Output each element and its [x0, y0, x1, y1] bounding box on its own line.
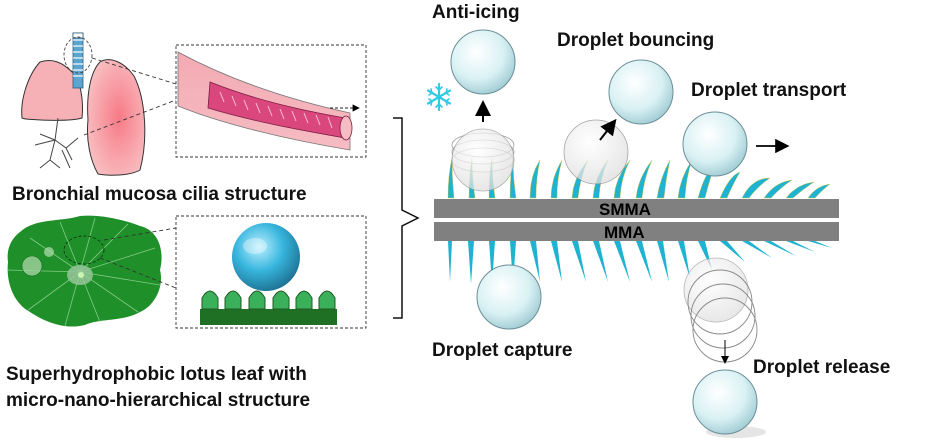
- right-lung: [87, 59, 146, 176]
- bronchus-projection-lines: [83, 57, 177, 136]
- bronchus-caption: Bronchial mucosa cilia structure: [12, 184, 307, 205]
- captured-droplet: [476, 264, 542, 330]
- trachea: [72, 32, 84, 89]
- snowflake-icon: [426, 82, 452, 112]
- water-droplet-sphere: [232, 223, 300, 291]
- micro-papillae: [201, 290, 336, 310]
- label-droplet-capture: Droplet capture: [432, 340, 573, 361]
- lotus-caption-line1: Superhydrophobic lotus leaf with: [6, 364, 307, 385]
- substrate-base: [200, 309, 337, 325]
- smma-layer: [434, 199, 839, 218]
- lotus-projection-lines: [99, 227, 177, 289]
- transported-droplet: [682, 111, 748, 177]
- lifted-droplet: [450, 29, 516, 95]
- lotus-detail-box: [175, 215, 367, 329]
- left-lung: [21, 59, 83, 121]
- leaf-veins: [7, 217, 161, 327]
- droplet-bouncing-group: [563, 59, 674, 185]
- label-mma-layer: MMA: [604, 223, 645, 242]
- leaf-droplet: [21, 255, 43, 277]
- mma-layer: [434, 222, 839, 241]
- label-droplet-bouncing: Droplet bouncing: [557, 30, 715, 51]
- label-smma-layer: SMMA: [599, 200, 651, 219]
- lotus-leaf-illustration: [7, 215, 162, 327]
- grouping-brace: [393, 117, 420, 319]
- cilia-bottom: [448, 241, 832, 284]
- impact-droplet: [563, 119, 629, 185]
- released-droplet: [692, 369, 758, 435]
- lungs-illustration: [21, 32, 146, 176]
- bounce-arrow: [599, 118, 617, 141]
- lotus-zoom-circle: [63, 235, 105, 265]
- leaf-droplet: [44, 247, 54, 257]
- anti-icing-group: [450, 29, 516, 192]
- bronchial-tree: [34, 117, 79, 169]
- cilia-texture: [219, 91, 333, 129]
- droplet-transport-group: [682, 111, 790, 177]
- droplet-release-group: [683, 257, 766, 438]
- label-droplet-transport: Droplet transport: [691, 80, 847, 101]
- trachea-zoom-circle: [63, 36, 93, 74]
- lotus-caption-line2: micro-nano-hierarchical structure: [6, 390, 311, 411]
- bronchus-detail-box: [175, 44, 367, 158]
- label-anti-icing: Anti-icing: [432, 2, 520, 23]
- label-droplet-release: Droplet release: [753, 357, 891, 378]
- resting-droplet: [451, 128, 515, 192]
- bounced-droplet: [608, 59, 674, 125]
